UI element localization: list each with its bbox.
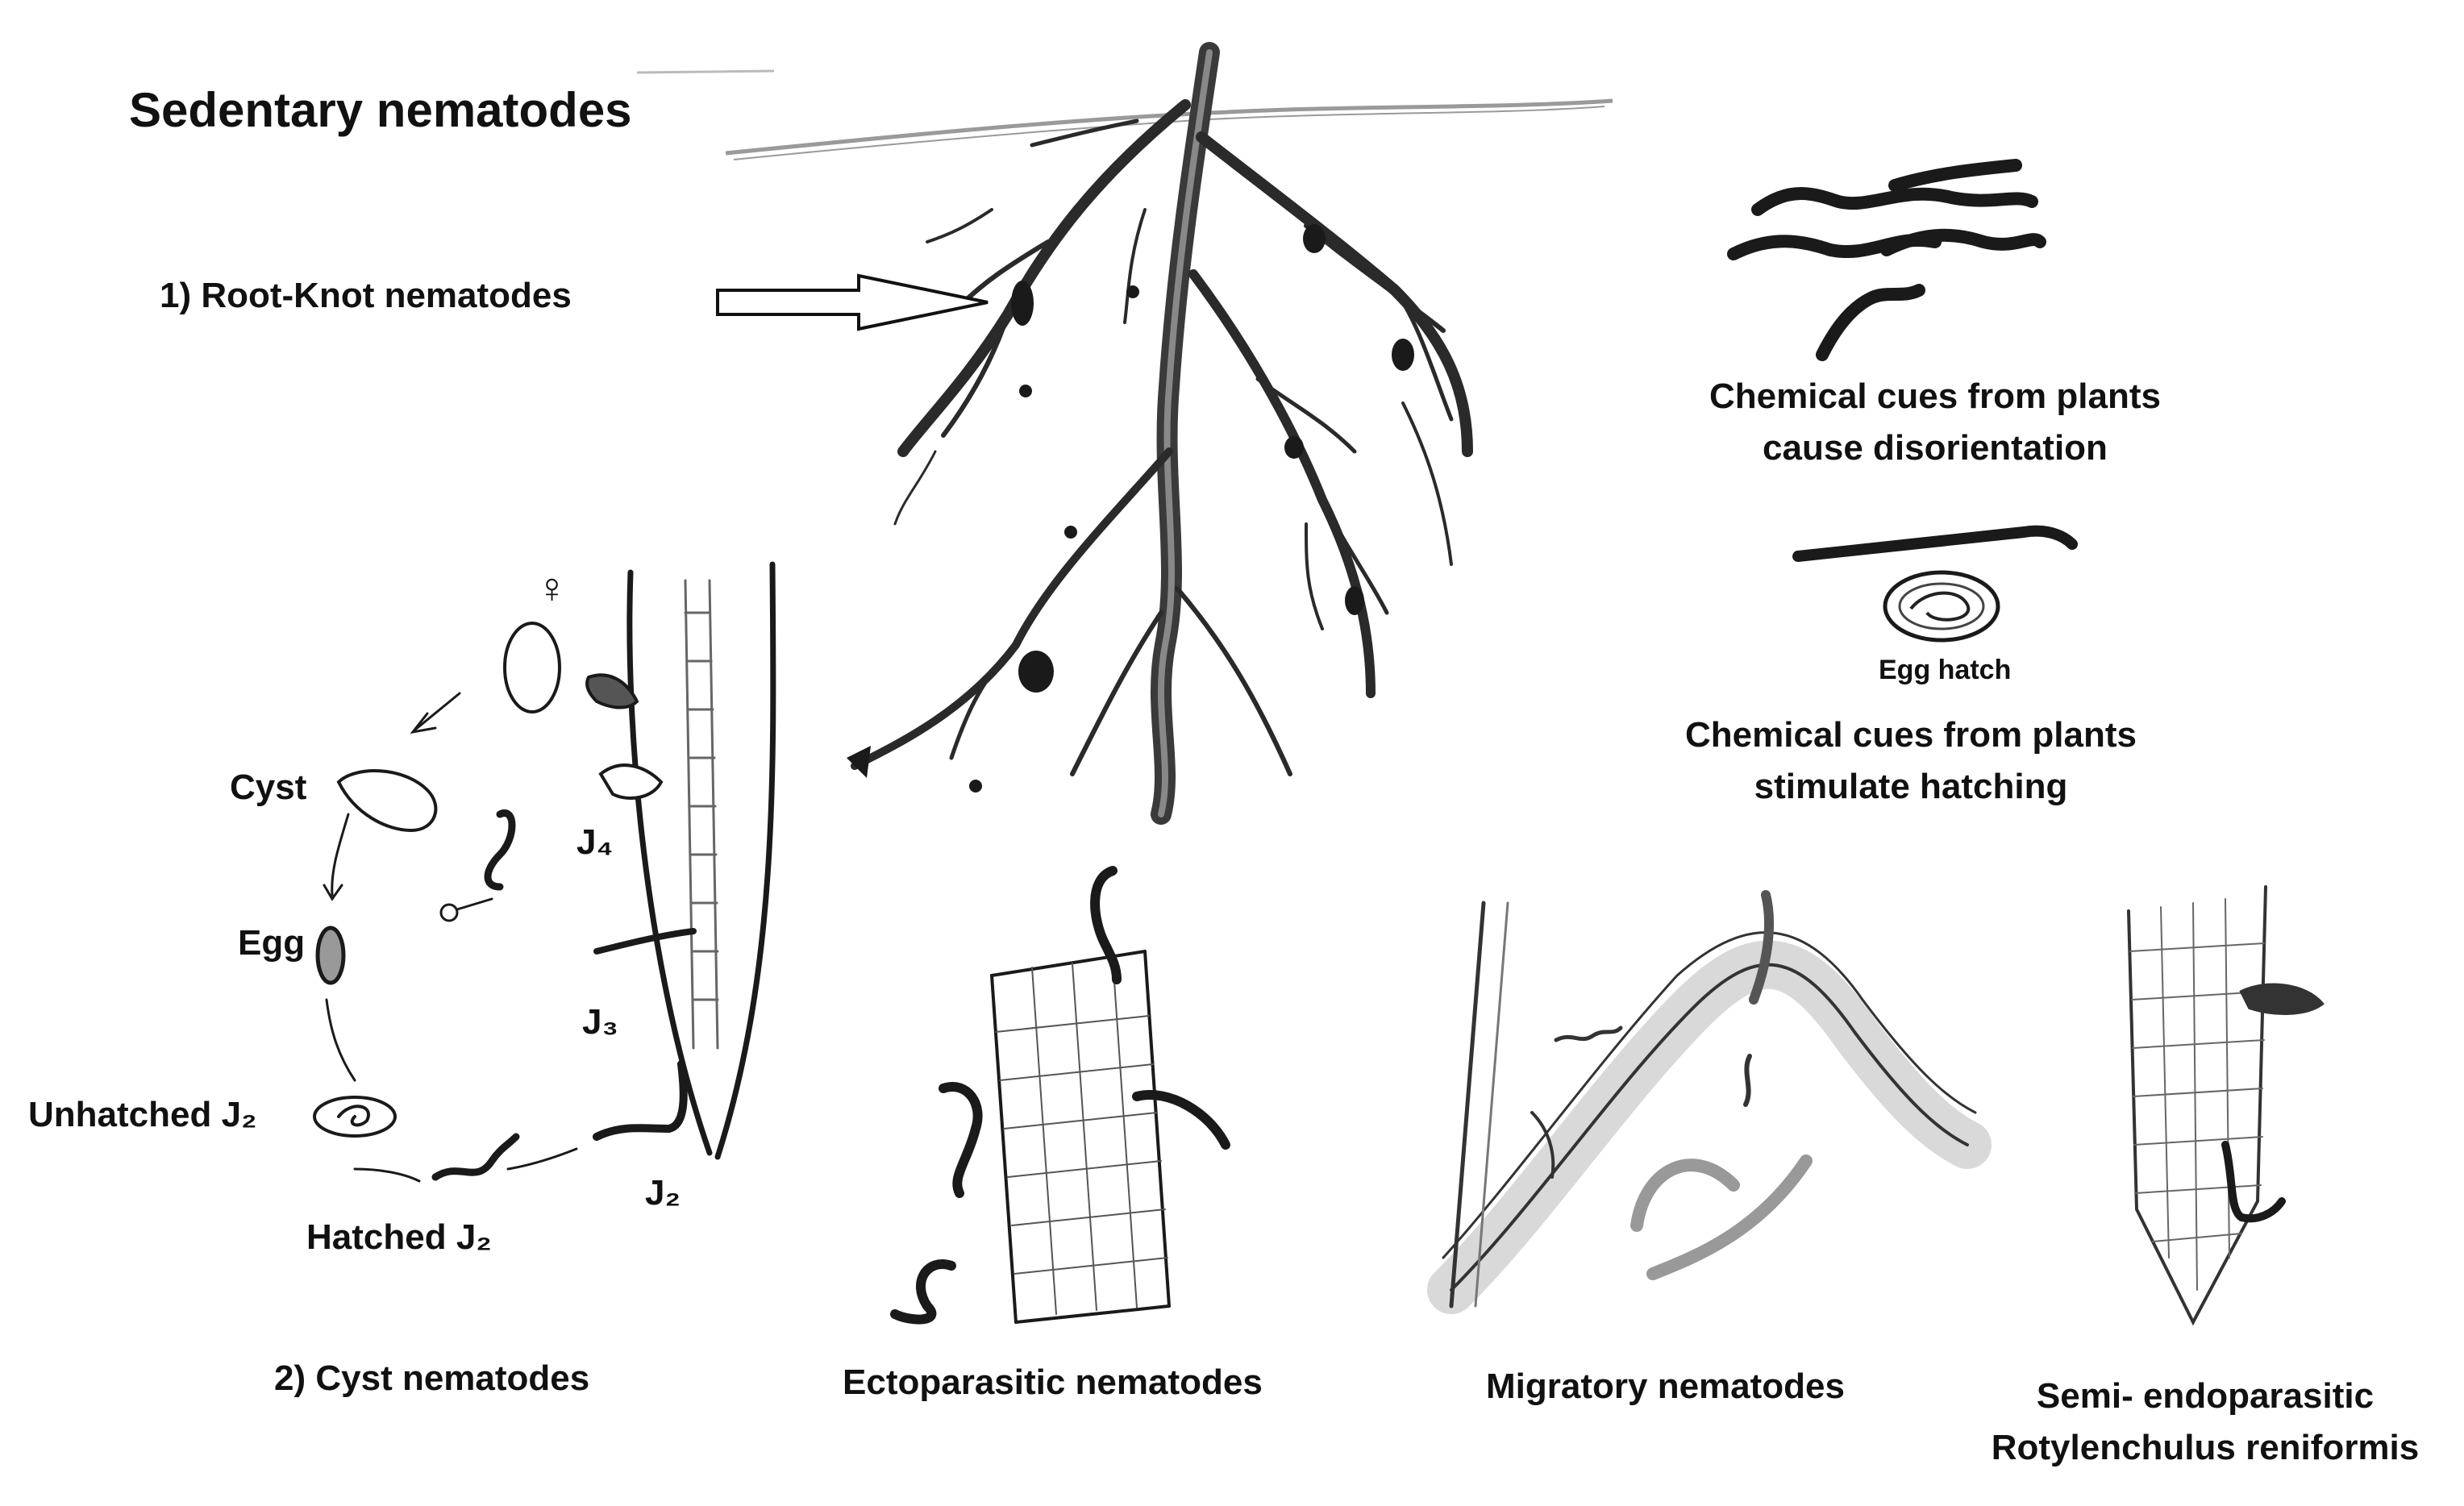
male-symbol: ♂ (435, 891, 454, 918)
egg-label: Egg (238, 923, 306, 963)
root-galls (847, 224, 1414, 793)
semi-endoparasitic-caption: Semi- endoparasitic Rotylenchulus renifo… (1951, 1371, 2459, 1474)
hatched-j2-label: Hatched J₂ (306, 1217, 492, 1257)
j3-label: J₃ (582, 1002, 618, 1042)
migratory-illustration (1443, 895, 1975, 1306)
cyst-lifecycle (314, 564, 773, 1181)
semi-endoparasitic-illustration (2129, 887, 2322, 1322)
chemical-hatching-caption: Chemical cues from plants stimulate hatc… (1629, 709, 2193, 813)
soil-line (637, 71, 1613, 160)
unhatched-j2-label: Unhatched J₂ (28, 1095, 257, 1134)
semi-endoparasitic-line1: Semi- endoparasitic (2036, 1376, 2375, 1416)
root-knot-label: 1) Root-Knot nematodes (160, 276, 572, 315)
ectoparasitic-illustration (895, 871, 1226, 1322)
chemical-hatching-line2: stimulate hatching (1754, 766, 2068, 806)
chemical-disorientation-line1: Chemical cues from plants (1709, 376, 2161, 416)
cyst-nematodes-label: 2) Cyst nematodes (274, 1358, 590, 1398)
female-symbol: ♀ (536, 565, 568, 612)
disoriented-nematodes (1734, 165, 2040, 355)
egg-hatch-label: Egg hatch (1879, 655, 2012, 685)
chemical-disorientation-line2: cause disorientation (1763, 427, 2108, 468)
chemical-disorientation-caption: Chemical cues from plants cause disorien… (1653, 371, 2217, 474)
cyst-label: Cyst (230, 768, 307, 807)
diagram-title: Sedentary nematodes (129, 83, 632, 137)
migratory-label: Migratory nematodes (1486, 1367, 1845, 1406)
root-knot-arrow (718, 276, 988, 329)
j4-label: J₄ (576, 822, 614, 862)
egg-hatch-illustration (1798, 531, 2072, 640)
chemical-hatching-line1: Chemical cues from plants (1685, 715, 2137, 755)
ectoparasitic-label: Ectoparasitic nematodes (843, 1362, 1263, 1402)
root-system (855, 52, 1467, 814)
j2-label: J₂ (645, 1173, 681, 1213)
semi-endoparasitic-line2: Rotylenchulus reniformis (1991, 1427, 2420, 1467)
